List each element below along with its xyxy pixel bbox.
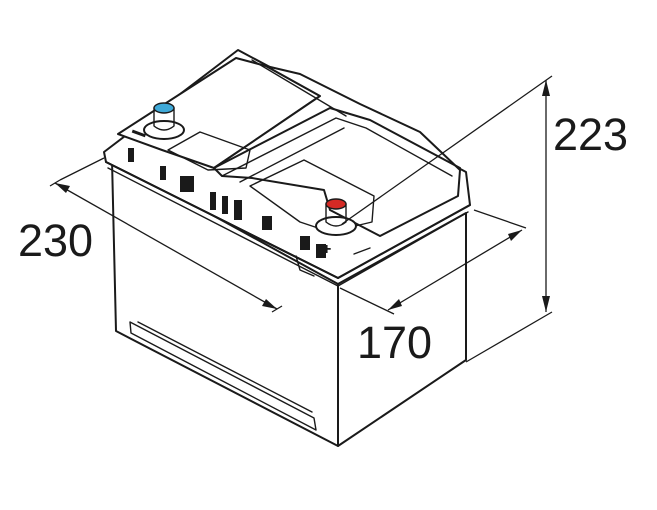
handle-slot — [129, 321, 317, 431]
battery-body — [111, 159, 467, 447]
dimension-lines — [49, 75, 553, 363]
minus-symbol — [131, 129, 146, 138]
plus-symbol: + — [322, 241, 331, 258]
length-label: 230 — [18, 215, 94, 266]
height-label: 223 — [553, 109, 629, 160]
width-dimension-line — [387, 229, 523, 311]
negative-terminal — [143, 102, 185, 140]
width-label: 170 — [357, 317, 433, 368]
cap-detail-1 — [128, 148, 134, 162]
battery-lid — [103, 49, 471, 287]
length-dimension-line — [54, 182, 278, 310]
